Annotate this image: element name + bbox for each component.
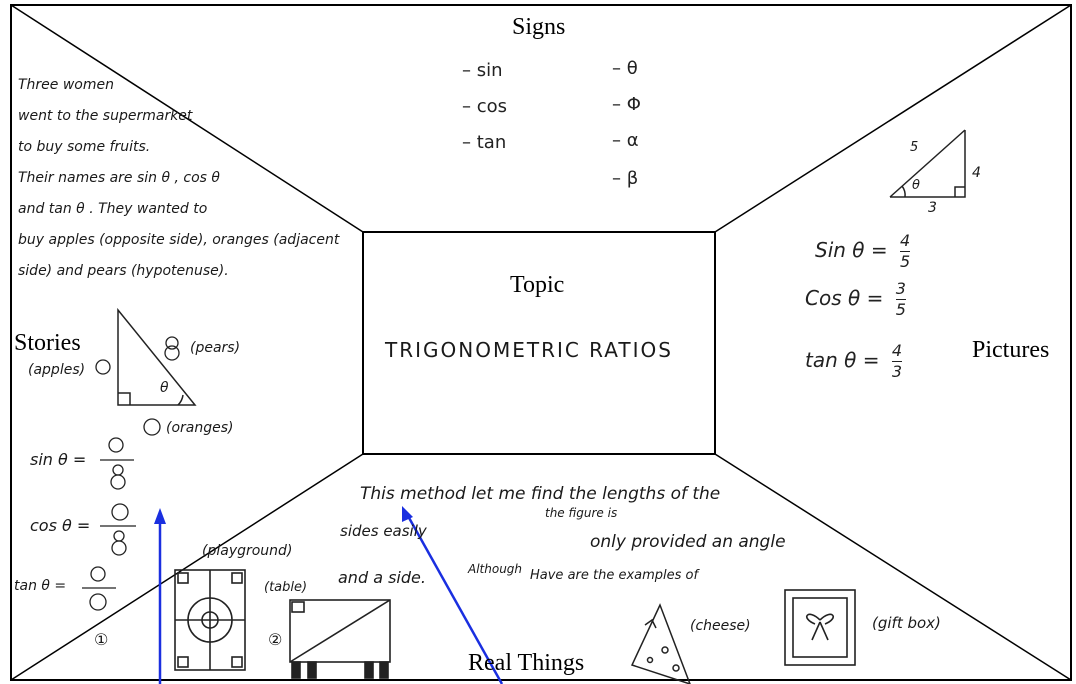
real-line-3b: Although bbox=[468, 562, 523, 576]
story-sin-formula: sin θ = bbox=[30, 450, 87, 469]
diag-bottom-right bbox=[714, 453, 1072, 681]
pic-angle: θ bbox=[912, 178, 920, 193]
label-gift-box: (gift box) bbox=[872, 614, 941, 632]
number-1: ① bbox=[94, 630, 109, 649]
sign-theta: – θ bbox=[612, 58, 638, 79]
topic-text: TRIGONOMETRIC RATIOS bbox=[385, 338, 673, 362]
label-playground: (playground) bbox=[202, 543, 293, 559]
sign-sin: – sin bbox=[462, 60, 503, 81]
table-drawing bbox=[289, 599, 391, 679]
label-table: (table) bbox=[264, 580, 308, 595]
real-things-heading: Real Things bbox=[468, 650, 585, 676]
pic-hyp-label: 5 bbox=[910, 140, 919, 155]
topic-heading: Topic bbox=[510, 272, 565, 298]
diag-top-right bbox=[714, 4, 1072, 233]
sign-alpha: – α bbox=[612, 130, 639, 151]
pictures-triangle bbox=[889, 129, 966, 198]
stories-heading: Stories bbox=[14, 330, 81, 356]
playground-drawing bbox=[174, 569, 246, 671]
real-line-2-insert: the figure is bbox=[545, 506, 618, 520]
story-line: went to the supermarket bbox=[18, 108, 193, 124]
arrow-right bbox=[406, 515, 504, 684]
real-line-3a: and a side. bbox=[338, 568, 426, 587]
signs-heading: Signs bbox=[512, 14, 566, 40]
real-line-2b: only provided an angle bbox=[590, 532, 786, 552]
story-line: side) and pears (hypotenuse). bbox=[18, 263, 229, 279]
story-line: Their names are sin θ , cos θ bbox=[18, 170, 220, 186]
fruit-doodles bbox=[82, 336, 180, 611]
sign-tan: – tan bbox=[462, 132, 507, 153]
pic-adj-label: 3 bbox=[928, 200, 937, 216]
story-triangle bbox=[117, 307, 197, 406]
cheese-drawing bbox=[630, 603, 691, 684]
story-cos-formula: cos θ = bbox=[30, 516, 91, 535]
sign-cos: – cos bbox=[462, 96, 508, 117]
real-line-3c: Have are the examples of bbox=[530, 568, 699, 583]
sign-beta: – β bbox=[612, 168, 639, 189]
pictures-heading: Pictures bbox=[972, 337, 1050, 363]
story-line: buy apples (opposite side), oranges (adj… bbox=[18, 232, 340, 248]
label-pears: (pears) bbox=[190, 340, 241, 356]
real-line-2a: sides easily bbox=[340, 522, 427, 540]
story-line: Three women bbox=[18, 77, 114, 93]
story-paragraph: Three women went to the supermarket to b… bbox=[18, 70, 339, 287]
story-tan-formula: tan θ = bbox=[14, 578, 67, 594]
story-angle: θ bbox=[160, 380, 169, 396]
outer-border bbox=[10, 4, 1072, 681]
story-line: and tan θ . They wanted to bbox=[18, 201, 208, 217]
label-oranges: (oranges) bbox=[166, 420, 234, 436]
story-line: to buy some fruits. bbox=[18, 139, 151, 155]
diag-top-left bbox=[10, 4, 364, 233]
pic-opp-label: 4 bbox=[972, 165, 981, 181]
center-box bbox=[362, 231, 716, 455]
label-apples: (apples) bbox=[28, 362, 86, 378]
number-2: ② bbox=[268, 630, 283, 649]
gift-box-drawing bbox=[784, 589, 856, 666]
sign-phi: – Φ bbox=[612, 94, 641, 115]
real-line-1: This method let me find the lengths of t… bbox=[360, 484, 721, 504]
diag-bottom-left bbox=[10, 453, 364, 681]
label-cheese: (cheese) bbox=[690, 618, 751, 634]
